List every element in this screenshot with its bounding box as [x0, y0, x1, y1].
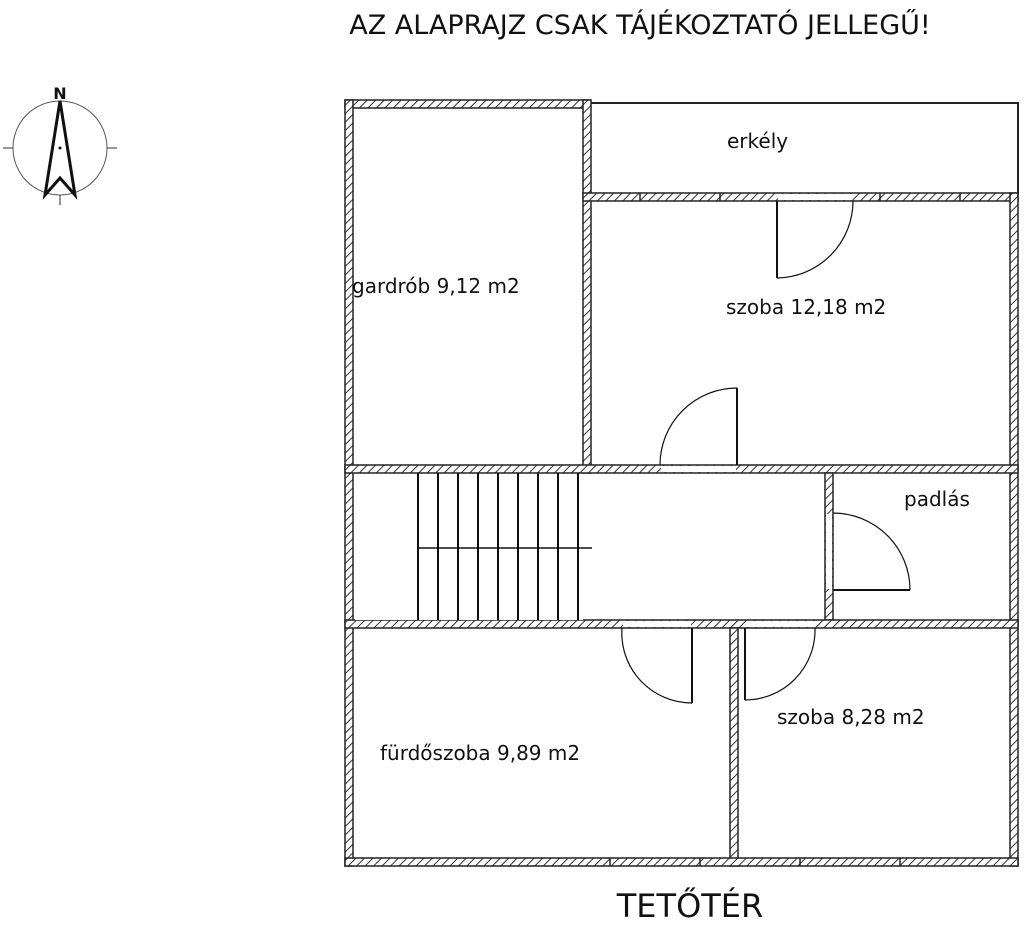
room-label-wardrobe: gardrób 9,12 m2 — [352, 274, 520, 298]
room-label-bathroom: fürdőszoba 9,89 m2 — [380, 741, 580, 765]
disclaimer-title: AZ ALAPRAJZ CSAK TÁJÉKOZTATÓ JELLEGŰ! — [349, 9, 931, 41]
window-marks — [609, 193, 961, 866]
door-room-small — [744, 627, 816, 701]
floor-name: TETŐTÉR — [616, 886, 764, 925]
door-attic — [832, 512, 911, 591]
room-label-room-small: szoba 8,28 m2 — [777, 705, 925, 729]
staircase — [417, 473, 592, 620]
doors — [621, 200, 911, 704]
compass-north-label: N — [53, 84, 66, 103]
room-label-balcony: erkély — [727, 129, 788, 153]
door-bathroom — [621, 627, 693, 704]
door-room-large-hall — [659, 387, 738, 466]
north-arrow-icon — [3, 100, 117, 205]
door-room-large-balcony — [776, 200, 854, 279]
room-label-room-large: szoba 12,18 m2 — [726, 295, 886, 319]
room-label-attic: padlás — [904, 487, 970, 511]
openings — [355, 194, 852, 627]
balcony-outline — [590, 102, 1019, 195]
